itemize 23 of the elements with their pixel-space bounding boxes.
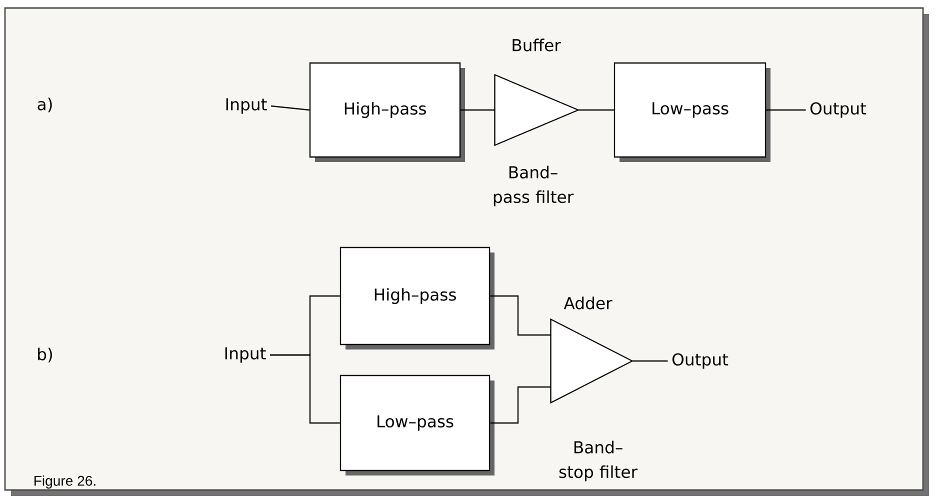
- signal-label: Input: [226, 98, 267, 114]
- connector-line: [490, 386, 551, 424]
- connector-line: [632, 360, 668, 362]
- filter-box: High–pass: [309, 62, 465, 162]
- section-label: a): [38, 98, 52, 112]
- caption: Band–stop filter: [559, 440, 638, 482]
- connector-line: [460, 109, 495, 111]
- signal-label: Output: [810, 102, 866, 118]
- connector-line: [578, 109, 614, 111]
- section-label: b): [38, 348, 52, 362]
- signal-label: Input: [225, 347, 266, 363]
- amplifier-label: Buffer: [512, 38, 561, 52]
- connector-line: [270, 354, 340, 424]
- connector-line: [490, 295, 551, 336]
- figure-number: Figure 26.: [34, 475, 96, 489]
- connector-line: [270, 105, 310, 111]
- amplifier-label: Adder: [564, 296, 612, 310]
- signal-label: Output: [672, 353, 728, 369]
- filter-box: Low–pass: [340, 374, 494, 476]
- filter-box: Low–pass: [614, 62, 770, 162]
- caption: Band–pass filter: [494, 166, 574, 206]
- connector-line: [766, 109, 806, 111]
- filter-box: High–pass: [340, 246, 494, 350]
